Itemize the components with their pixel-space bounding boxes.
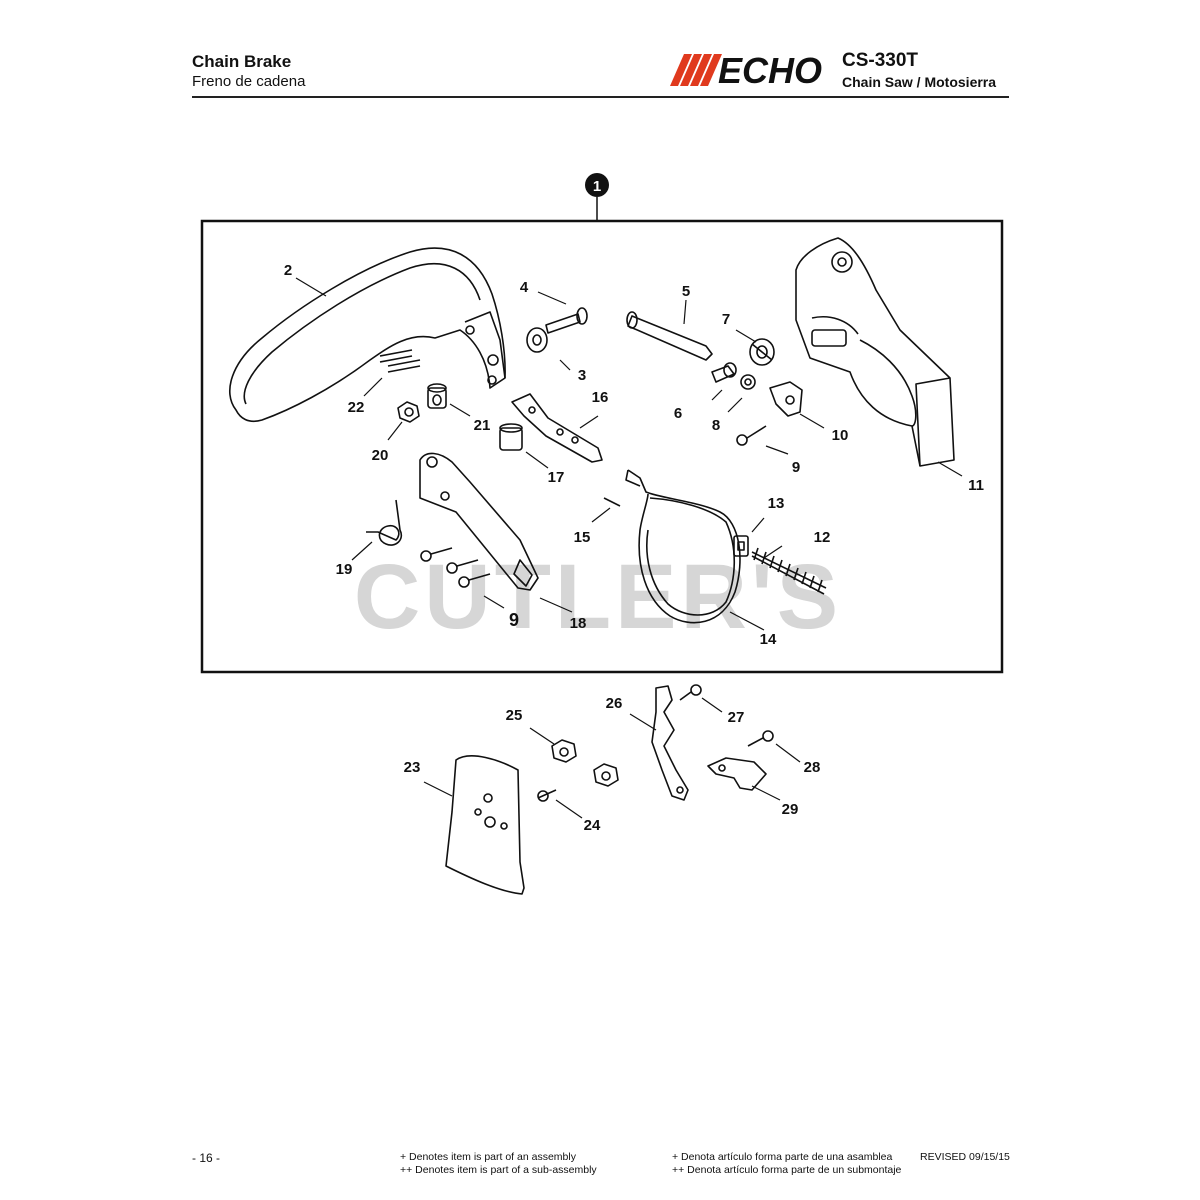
callout-16: 16 xyxy=(592,389,609,406)
callout-17: 17 xyxy=(548,469,565,486)
callout-3: 3 xyxy=(578,367,586,384)
spiked-plate-part xyxy=(651,685,689,801)
shaft-part xyxy=(626,311,713,361)
nut-part xyxy=(397,401,420,423)
assembly-box xyxy=(200,219,1004,674)
callout-14: 14 xyxy=(760,631,777,648)
callout-13: 13 xyxy=(768,495,785,512)
bolt-part xyxy=(545,307,588,334)
brake-lever-part xyxy=(419,452,539,591)
callout-8: 8 xyxy=(712,417,720,434)
callout-18: 18 xyxy=(570,615,587,632)
callout-10: 10 xyxy=(832,427,849,444)
adjuster-part xyxy=(711,362,737,383)
clamp-part xyxy=(707,757,767,791)
screw-right-part xyxy=(736,425,767,446)
callout-6: 6 xyxy=(674,405,682,422)
model-description: Chain Saw / Motosierra xyxy=(842,74,997,90)
page-title: Chain Brake xyxy=(192,52,292,71)
page-subtitle: Freno de cadena xyxy=(192,73,306,90)
roll-pin-part xyxy=(603,497,621,507)
callout-19: 19 xyxy=(336,561,353,578)
echo-logo: ECHO xyxy=(670,52,822,88)
footer-note-en-1: + Denotes item is part of an assembly xyxy=(400,1151,576,1163)
assembly-marker xyxy=(585,173,609,197)
callout-28: 28 xyxy=(804,759,821,776)
callout-24: 24 xyxy=(584,817,601,834)
callout-22: 22 xyxy=(348,399,365,416)
watermark: CUTLER'S xyxy=(354,546,842,648)
callout-26: 26 xyxy=(606,695,623,712)
collar-part xyxy=(427,383,447,409)
callout-5: 5 xyxy=(682,283,690,300)
footer-note-en-2: ++ Denotes item is part of a sub-assembl… xyxy=(400,1164,597,1176)
sprocket-cover-part xyxy=(795,237,955,467)
model-number: CS-330T xyxy=(842,50,919,71)
sleeve-part xyxy=(499,423,523,451)
callout-27: 27 xyxy=(728,709,745,726)
callout-7: 7 xyxy=(722,311,730,328)
washer-part xyxy=(526,327,548,353)
screw-part xyxy=(420,547,491,588)
footer-note-es-1: + Denota artículo forma parte de una asa… xyxy=(672,1151,893,1163)
gear-part xyxy=(749,338,775,366)
callout-29: 29 xyxy=(782,801,799,818)
small-gear-part xyxy=(740,374,756,390)
footer-note-es-2: ++ Denota artículo forma parte de un sub… xyxy=(672,1164,902,1176)
header-rule xyxy=(192,96,1009,98)
pin-part xyxy=(379,349,421,373)
brake-band-part xyxy=(625,469,741,624)
callout-23: 23 xyxy=(404,759,421,776)
screw-24-part xyxy=(537,789,557,802)
callout-11: 11 xyxy=(968,477,984,494)
assembly-marker-label: 1 xyxy=(593,178,601,195)
torsion-spring-part xyxy=(366,499,403,546)
callout-12: 12 xyxy=(814,529,831,546)
bracket-part xyxy=(769,381,803,417)
callout-9-right: 9 xyxy=(792,459,800,476)
callouts: 2 3 4 5 6 7 8 9 10 11 12 13 14 15 16 17 … xyxy=(284,262,984,834)
nuts-part xyxy=(551,739,619,787)
screw-28-part xyxy=(747,730,774,747)
callout-21: 21 xyxy=(474,417,491,434)
callout-4: 4 xyxy=(520,279,529,296)
block-part xyxy=(733,535,749,557)
leader-lines xyxy=(295,277,963,819)
page-number: - 16 - xyxy=(192,1151,221,1165)
lever-part xyxy=(511,393,603,463)
callout-25: 25 xyxy=(506,707,523,724)
callout-20: 20 xyxy=(372,447,389,464)
callout-9-left: 9 xyxy=(509,610,519,630)
revision-date: REVISED 09/15/15 xyxy=(920,1151,1010,1163)
callout-15: 15 xyxy=(574,529,591,546)
guide-plate-part xyxy=(445,755,525,895)
brand-logo-text: ECHO xyxy=(718,52,822,88)
hand-guard-part xyxy=(228,247,506,423)
screw-27-part xyxy=(679,684,702,701)
callout-2: 2 xyxy=(284,262,292,279)
